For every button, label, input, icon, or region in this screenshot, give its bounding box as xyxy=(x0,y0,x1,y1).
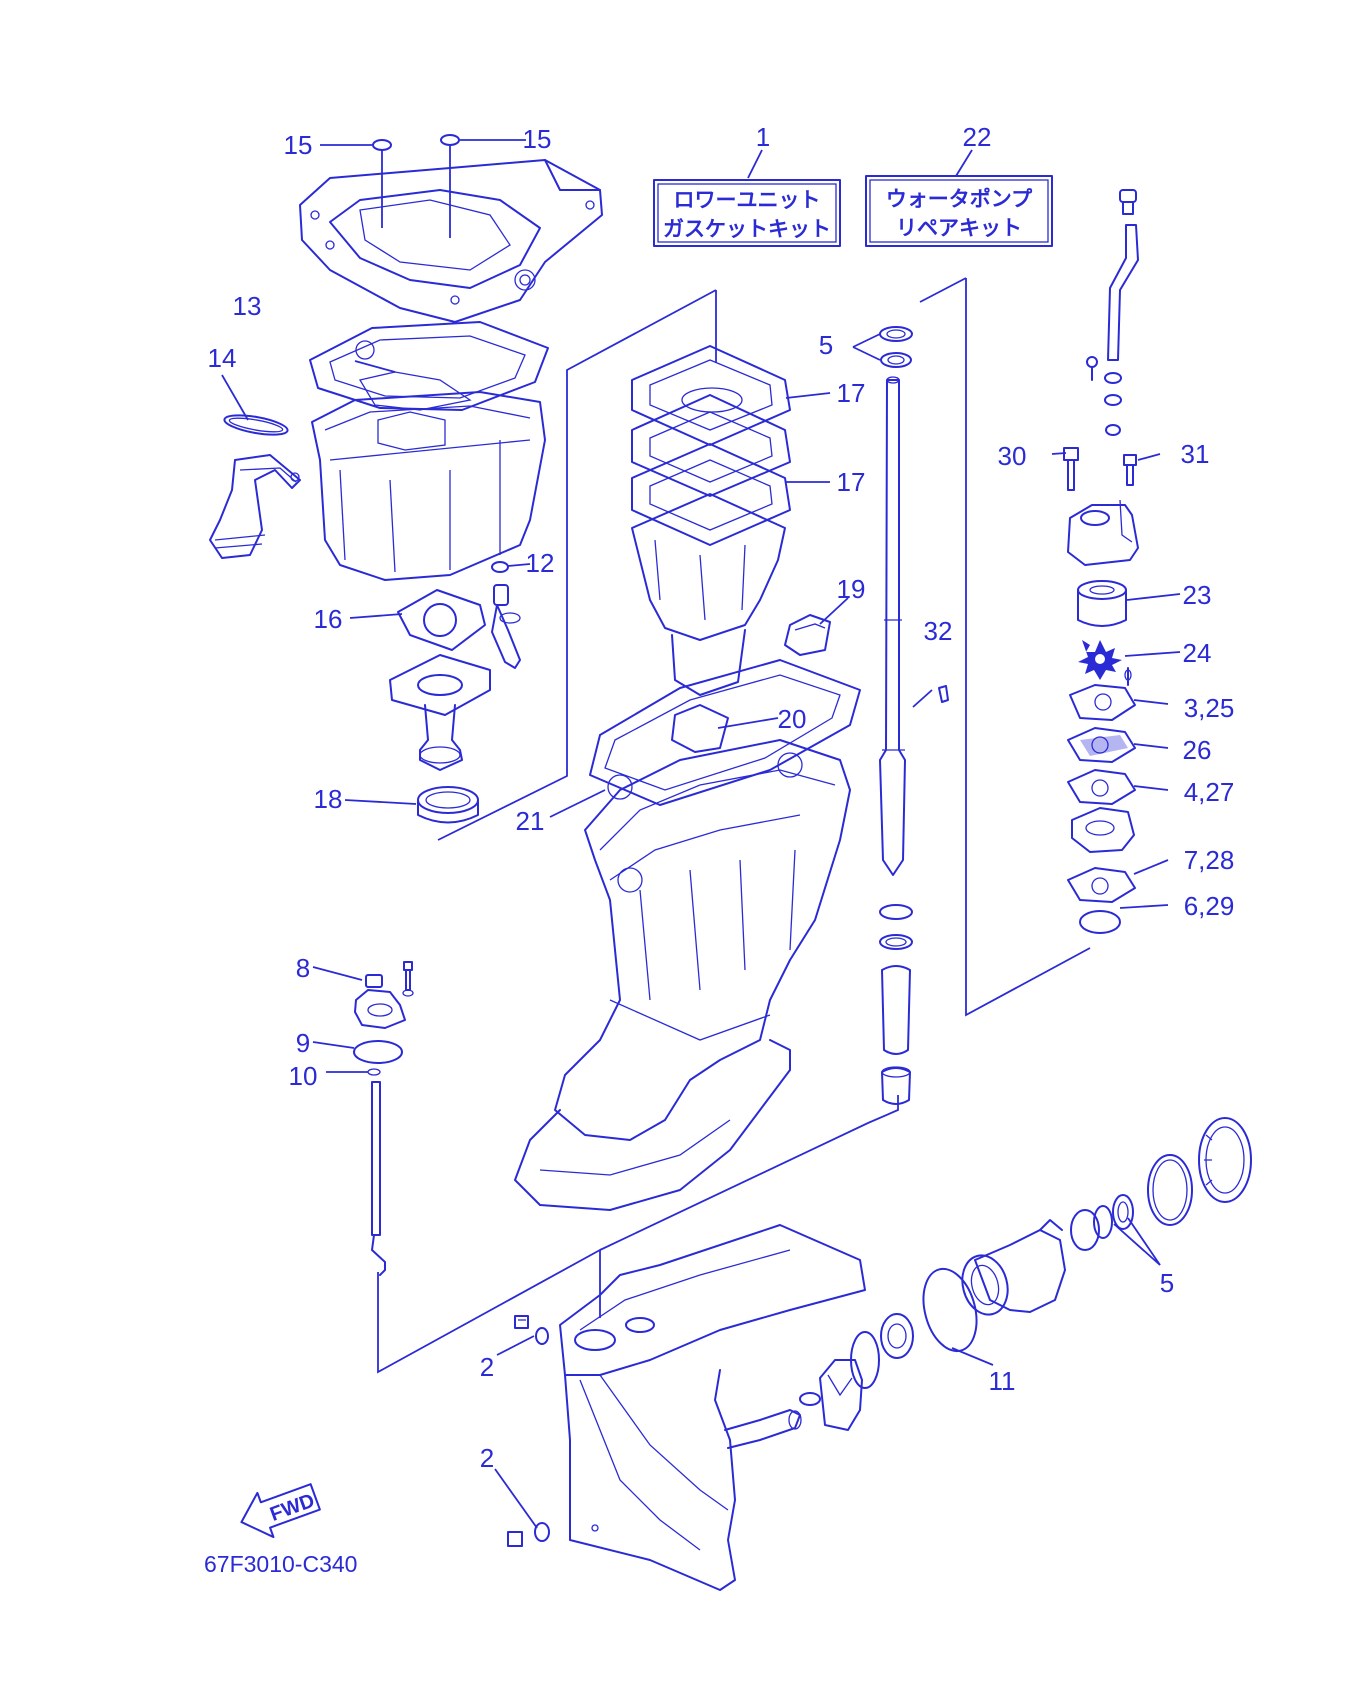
damper-19 xyxy=(784,614,831,656)
gasket-13 xyxy=(309,321,549,411)
diagram-code: 67F3010-C340 xyxy=(204,1551,357,1577)
callout-1: 1 xyxy=(756,122,770,152)
callout-17-lower: 17 xyxy=(837,467,866,497)
callout-18: 18 xyxy=(314,784,343,814)
callout-16: 16 xyxy=(314,604,343,634)
callout-24: 24 xyxy=(1183,638,1212,668)
callout-9: 9 xyxy=(296,1028,310,1058)
plate-26 xyxy=(1067,727,1136,763)
plug-15b xyxy=(440,134,460,146)
callout-7-28: 7,28 xyxy=(1184,845,1235,875)
fitting-12 xyxy=(491,561,521,669)
gasket-21 xyxy=(589,659,861,806)
bearing-and-seals-5 xyxy=(1070,1194,1134,1251)
fwd-arrow: FWD xyxy=(240,1483,321,1539)
key-32 xyxy=(938,685,949,703)
o-ring-6-29 xyxy=(1079,910,1121,934)
oil-pan xyxy=(311,371,546,581)
callout-8: 8 xyxy=(296,953,310,983)
water-pump-repair-kit-box: ウォータポンプ リペアキット xyxy=(865,175,1053,247)
callout-21: 21 xyxy=(516,806,545,836)
callout-31: 31 xyxy=(1181,439,1210,469)
callout-32: 32 xyxy=(924,616,953,646)
pump-case-lower xyxy=(1071,807,1135,853)
pump-housing xyxy=(1067,499,1139,566)
upper-case xyxy=(514,739,851,1211)
callout-5-upper: 5 xyxy=(819,330,833,360)
lower-unit-kit-line1: ロワーユニット xyxy=(674,188,821,212)
o-ring-11 xyxy=(922,1267,978,1353)
gasket-4-27 xyxy=(1067,769,1136,805)
callout-30: 30 xyxy=(998,441,1027,471)
callout-17-upper: 17 xyxy=(837,378,866,408)
callout-2-lower: 2 xyxy=(480,1443,494,1473)
gasket-16 xyxy=(397,589,486,651)
callout-12: 12 xyxy=(526,548,555,578)
callout-22: 22 xyxy=(963,122,992,152)
callout-3-25: 3,25 xyxy=(1184,693,1235,723)
shift-rod-group xyxy=(353,961,414,1276)
callout-20: 20 xyxy=(778,704,807,734)
ring-nut-retainer xyxy=(1147,1117,1252,1226)
callout-11: 11 xyxy=(989,1366,1016,1396)
callout-14: 14 xyxy=(208,343,237,373)
lower-casing xyxy=(559,1224,866,1591)
callout-15-left: 15 xyxy=(284,130,313,160)
callout-2-upper: 2 xyxy=(480,1352,494,1382)
gear-and-bearings xyxy=(819,1313,914,1431)
bolt-30 xyxy=(1063,447,1079,491)
lower-unit-kit-line2: ガスケットキット xyxy=(663,217,831,241)
screw-2-lower xyxy=(507,1522,550,1547)
plug-15a xyxy=(372,139,392,151)
oil-seal-18 xyxy=(417,786,479,814)
water-pump-kit-line1: ウォータポンプ xyxy=(886,187,1033,211)
gasket-17-stack xyxy=(631,345,791,696)
callout-26: 26 xyxy=(1183,735,1212,765)
gasket-7-28 xyxy=(1067,867,1136,903)
callout-19: 19 xyxy=(837,574,866,604)
water-pump-kit-line2: リペアキット xyxy=(896,216,1022,240)
gasket-14 xyxy=(223,414,289,436)
water-tube xyxy=(1086,189,1139,436)
grommet-20 xyxy=(671,704,729,753)
callout-23: 23 xyxy=(1183,580,1212,610)
insert-cartridge-23 xyxy=(1077,580,1127,627)
callout-10: 10 xyxy=(289,1061,318,1091)
screw-2-upper xyxy=(514,1315,549,1345)
callout-13: 13 xyxy=(233,291,262,321)
driveshaft xyxy=(879,326,913,1105)
upper-casing-plate xyxy=(299,159,603,323)
callout-5-lower: 5 xyxy=(1160,1268,1174,1298)
pump-base-assembly xyxy=(389,654,491,824)
propeller-shaft-housing xyxy=(961,1219,1066,1316)
callout-6-29: 6,29 xyxy=(1184,891,1235,921)
callout-4-27: 4,27 xyxy=(1184,777,1235,807)
gasket-3-25 xyxy=(1069,667,1136,721)
callout-15-right: 15 xyxy=(523,124,552,154)
impeller-24 xyxy=(1078,640,1122,680)
oil-strainer xyxy=(209,454,301,559)
bolt-31 xyxy=(1123,454,1137,486)
lower-unit-gasket-kit-box: ロワーユニット ガスケットキット xyxy=(653,179,841,247)
